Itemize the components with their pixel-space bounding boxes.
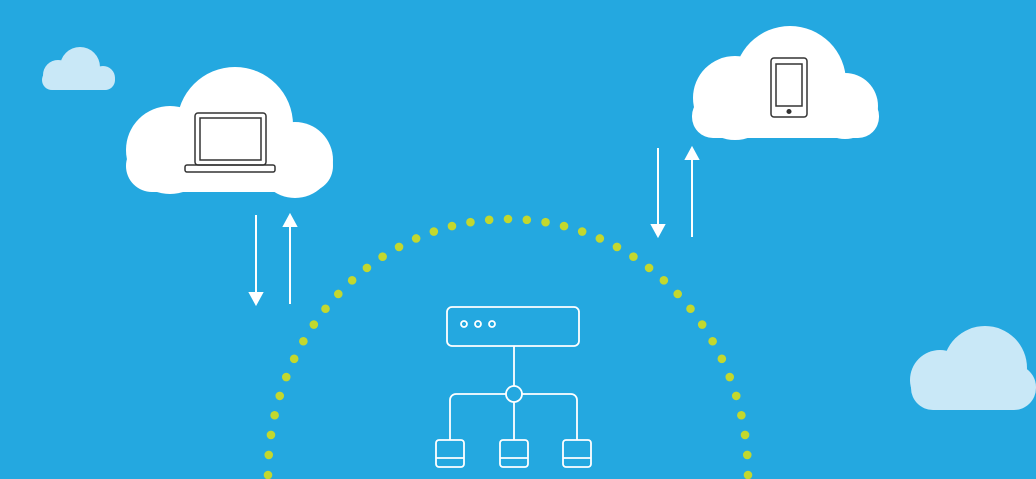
laptop-icon [184,112,276,173]
arc-dot [559,221,569,231]
arc-dot [740,430,750,440]
sync-arrows-left [248,212,298,307]
large-faded-cloud [910,326,1036,410]
arc-dot [321,304,330,314]
arc-dot [263,470,273,479]
arrow-up-icon [282,212,298,227]
arc-dot [503,214,513,224]
arrow-down-icon [650,224,666,239]
arc-dot [429,227,439,236]
tablet-cloud [692,26,879,140]
arc-dot [411,234,421,243]
arc-dot [612,242,622,252]
tablet-icon [770,57,808,118]
small-cloud [42,47,115,90]
arc-dot [644,263,654,273]
client-node [562,439,592,468]
sync-arrows-right [650,145,700,239]
arc-dot [270,410,279,420]
arrow-down-icon [248,292,264,307]
client-node [435,439,465,468]
arc-dot [522,215,532,225]
arc-dot [629,252,638,262]
arc-dot [289,354,299,364]
network-node-icon [435,346,592,468]
arc-dot [394,242,404,252]
arc-dot [333,289,343,299]
arc-dot [466,217,475,227]
server-icon [446,306,580,347]
dotted-arc [263,214,753,479]
arc-dot [697,320,707,329]
arc-dot [659,276,669,285]
arc-dot [577,227,587,236]
laptop-cloud [126,67,333,198]
arc-dot [742,450,752,460]
arc-dot [731,391,741,401]
arc-dot [595,234,605,243]
arc-dot [743,470,753,479]
arc-dot [266,430,276,440]
client-node [499,439,529,468]
arc-dot [362,263,372,273]
arc-dot [378,252,387,262]
arc-dot [686,304,695,314]
arc-dot [281,372,291,382]
arc-dot [737,410,746,420]
arc-dot [484,215,494,225]
arc-dot [264,450,274,460]
arrow-up-icon [684,145,700,160]
arc-dot [717,354,727,364]
arc-dot [447,221,457,231]
arc-dot [309,320,319,329]
arc-dot [725,372,735,382]
arc-dot [541,217,550,227]
arc-dot [708,336,717,346]
arc-dot [347,276,357,285]
arc-dot [299,336,308,346]
arc-dot [275,391,285,401]
arc-dot [673,289,683,299]
